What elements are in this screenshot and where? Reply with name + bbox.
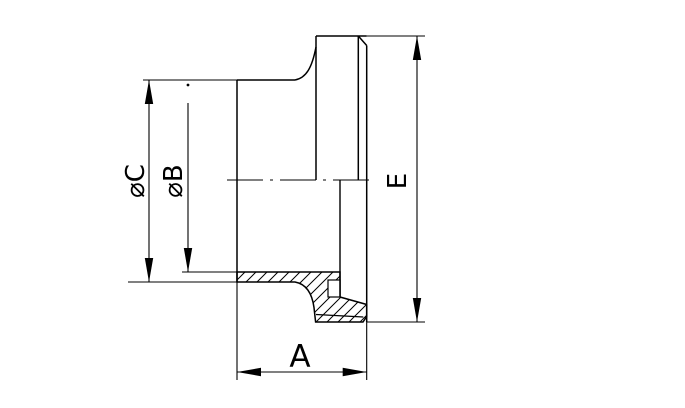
phi-b-top-tick [186,83,190,87]
arrowhead-down-icon [144,258,154,282]
label-phi-c: ⌀C [121,164,151,198]
arrowhead-down-icon [412,298,422,322]
arrowhead-up-icon [144,80,154,104]
dimension-phi-b: ⌀B [159,83,237,273]
dimension-a: A [236,282,368,380]
arrowhead-right-icon [342,367,367,377]
arrowhead-up-icon [412,36,422,60]
tube-fillet [294,46,317,81]
label-phi-b: ⌀B [159,164,189,198]
rim-inner-line [315,313,364,318]
label-a: A [289,339,310,375]
arrowhead-down-icon [183,248,193,272]
dimension-e: E [366,35,425,323]
flange-chamfer [357,35,368,46]
label-e: E [383,173,413,189]
section-hatch-region [236,180,368,323]
arrowhead-left-icon [237,367,261,377]
groove-notch [327,279,341,298]
dimension-phi-c: ⌀C [121,79,237,283]
part-outline [236,35,368,322]
